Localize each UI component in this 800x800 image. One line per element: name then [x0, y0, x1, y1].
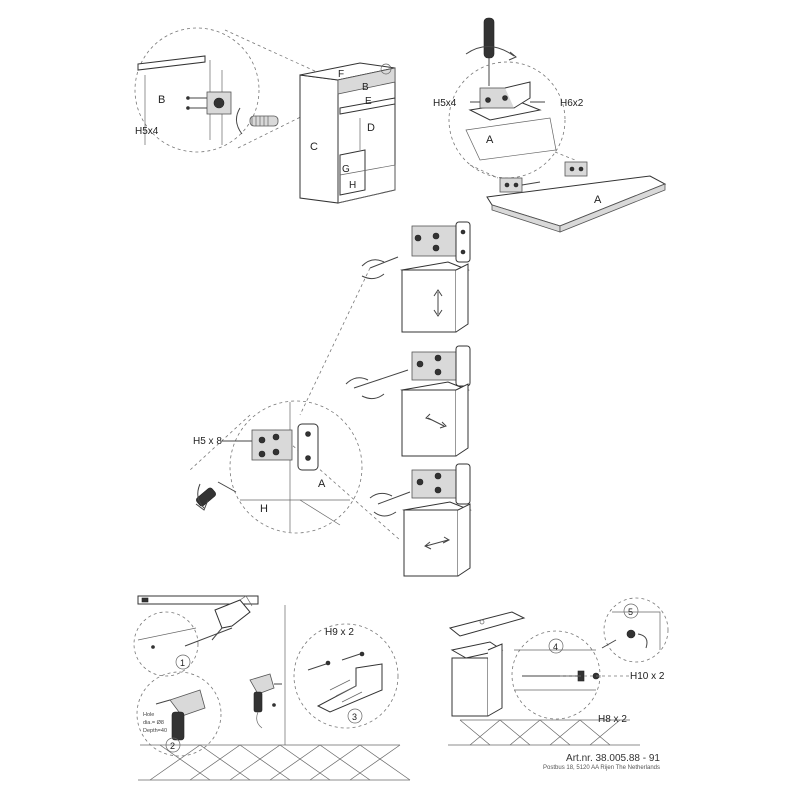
door-cabinet-c: [402, 501, 472, 577]
screw-label-h9x2: H9 x 2: [325, 627, 354, 638]
adjust-step-horizontal: [369, 463, 472, 577]
zoom-label-h: H: [260, 503, 268, 515]
step-badge-2: [165, 737, 181, 753]
panel-label-h: H: [349, 180, 356, 191]
screw-label-h5x8: H5 x 8: [193, 436, 222, 447]
rotation-arrow-icon: [197, 483, 205, 509]
article-number: Art.nr. 38.005.88 - 91: [566, 753, 660, 764]
move-arrow-icon: [425, 413, 447, 429]
zoom-circle-frame: [134, 27, 260, 153]
zoom-circle-hinge: [448, 61, 566, 179]
door-cabinet-a: [400, 261, 470, 333]
move-arrow-icon: [433, 289, 443, 317]
panel-cabinet-mounting: 4 5 H10 x 2 H8 x 2: [448, 597, 669, 746]
hinge-icon: [411, 463, 471, 505]
screw-label-h5x4-hinge: H5x4: [433, 98, 457, 109]
step-badge-1: [175, 654, 191, 670]
step-badge-3: [347, 708, 363, 724]
panel-frame-assembly: B H5x4 F B E C D G H: [134, 27, 396, 204]
drill-note-hole: Hole: [143, 712, 154, 718]
rotation-arrow-icon: [236, 107, 243, 135]
zoom-hinge-detail: [222, 402, 350, 532]
screwdriver-tip-icon: [369, 491, 411, 517]
panel-wall-mounting: 1 Hole dia.= Ø8 Depth=40 2: [133, 595, 411, 781]
step-number-2: 2: [170, 741, 175, 751]
company-address: Postbus 18, 5120 AA Rijen The Netherland…: [543, 765, 660, 771]
wall-bracket-detail: [601, 611, 661, 650]
zoom-circle-wall-screw: [511, 630, 601, 720]
step-number-3: 3: [352, 712, 357, 722]
zoom-circle-bracket: [603, 597, 669, 663]
zoom-label-b: B: [158, 94, 165, 106]
screw-label-h6x2: H6x2: [560, 98, 584, 109]
hinge-mounting-plate: [465, 81, 557, 161]
move-arrow-icon: [424, 536, 451, 550]
floor-tiles: [149, 744, 411, 781]
screw-label-h5x4: H5x4: [135, 126, 159, 137]
screw-label-h10x2: H10 x 2: [630, 671, 665, 682]
panel-label-b: B: [362, 82, 369, 93]
wall-dowels: [307, 651, 383, 713]
hinge-plate-left: [499, 177, 541, 193]
drill-icon: [155, 689, 206, 741]
dowel-screw-icon: [236, 107, 279, 135]
step-badge-4: [548, 638, 564, 654]
basin: [448, 611, 526, 637]
zoom-circle-marking: [133, 611, 199, 677]
hinge-icon: [411, 345, 471, 387]
board-label-a-zoom: A: [486, 134, 494, 146]
hinge-plate-right: [564, 161, 588, 177]
adjust-step-depth: [345, 345, 471, 457]
door-cabinet-b: [400, 381, 470, 457]
panel-hinge-mounting: H5x4 H6x2 A A: [433, 17, 667, 233]
panel-label-d: D: [367, 122, 375, 134]
panel-label-f: F: [338, 69, 344, 80]
panel-label-g: G: [342, 164, 350, 175]
drill-note-depth: Depth=40: [143, 728, 167, 734]
panel-hinge-adjustment: H5 x 8 A H: [189, 221, 472, 577]
drill-note-diameter: dia.= Ø8: [143, 720, 164, 726]
screwdriver-icon: [465, 17, 517, 86]
drill-icon: [249, 673, 282, 729]
hand-with-pencil-icon: [211, 595, 253, 641]
zoom-circle-drilling: [136, 671, 222, 757]
hinge-icon: [411, 221, 471, 263]
spirit-level-icon: [137, 595, 259, 605]
vanity-cabinet: [450, 641, 504, 717]
board-a: [486, 161, 667, 233]
zoom-circle-hinge-mount: [229, 400, 363, 534]
zoom-circle-dowels: [293, 623, 399, 729]
zoom-panel-detail: [137, 55, 279, 145]
wall-screw-detail: [514, 649, 630, 691]
floor-tiles: [448, 719, 640, 746]
screwdriver-tip-icon: [361, 256, 399, 280]
screwdriver-tip-icon: [345, 369, 409, 400]
zoom-label-a: A: [318, 478, 326, 490]
board-label-a: A: [594, 194, 602, 206]
panel-label-e: E: [365, 96, 372, 107]
step-number-5: 5: [628, 607, 633, 617]
panel-label-c: C: [310, 141, 318, 153]
step-number-1: 1: [180, 658, 185, 668]
cabinet-frame: [299, 62, 396, 204]
adjust-step-vertical: [361, 221, 471, 333]
screwdriver-icon: [195, 481, 237, 511]
step-number-4: 4: [553, 642, 558, 652]
step-badge-5: [623, 603, 639, 619]
screw-label-h8x2: H8 x 2: [598, 714, 627, 725]
